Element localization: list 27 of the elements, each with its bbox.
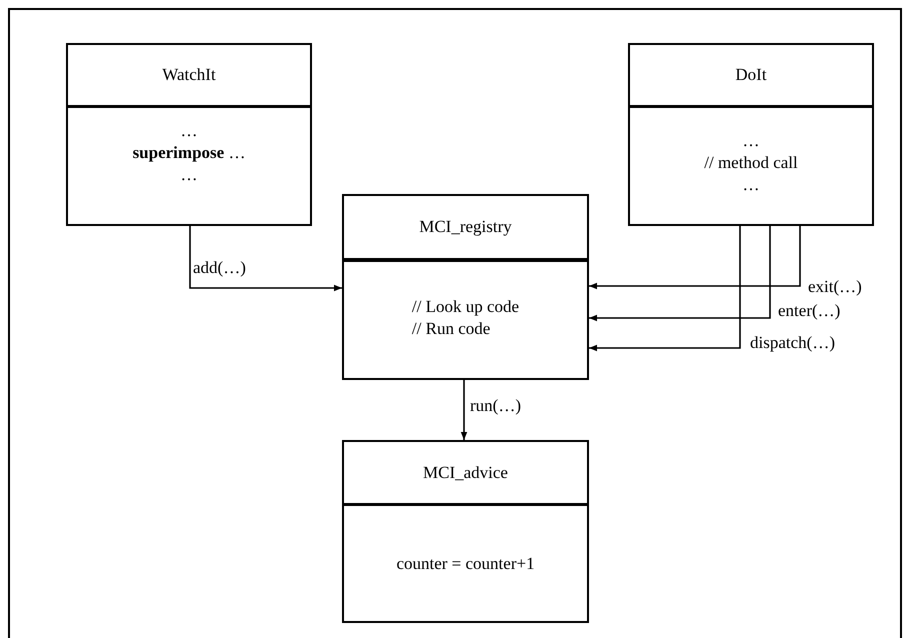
class-box [628, 43, 874, 226]
arrow [460, 380, 468, 440]
code-line: … [742, 130, 760, 152]
code-line: // method call [704, 152, 798, 174]
arrow [589, 226, 771, 322]
class-name: DoIt [735, 65, 767, 85]
code-line: // Run code [412, 318, 490, 340]
arrow [189, 226, 342, 292]
edge-label: enter(…) [776, 301, 842, 321]
class-name: MCI_registry [419, 217, 512, 237]
arrow [589, 226, 741, 352]
class-name: WatchIt [162, 65, 216, 85]
code-line: … [742, 174, 760, 196]
arrow [589, 226, 801, 290]
code-line: superimpose … [132, 142, 246, 164]
edge-label: dispatch(…) [748, 333, 837, 353]
edge-label: run(…) [468, 396, 523, 416]
code-line: … [180, 164, 198, 186]
code-line: … [180, 120, 198, 142]
edge-label: exit(…) [806, 277, 864, 297]
class-box [342, 440, 589, 623]
code-line: counter = counter+1 [396, 552, 535, 574]
class-box [342, 194, 589, 380]
class-name: MCI_advice [423, 462, 508, 482]
code-line: // Look up code [412, 296, 520, 318]
class-box [66, 43, 312, 226]
edge-label: add(…) [191, 258, 248, 278]
